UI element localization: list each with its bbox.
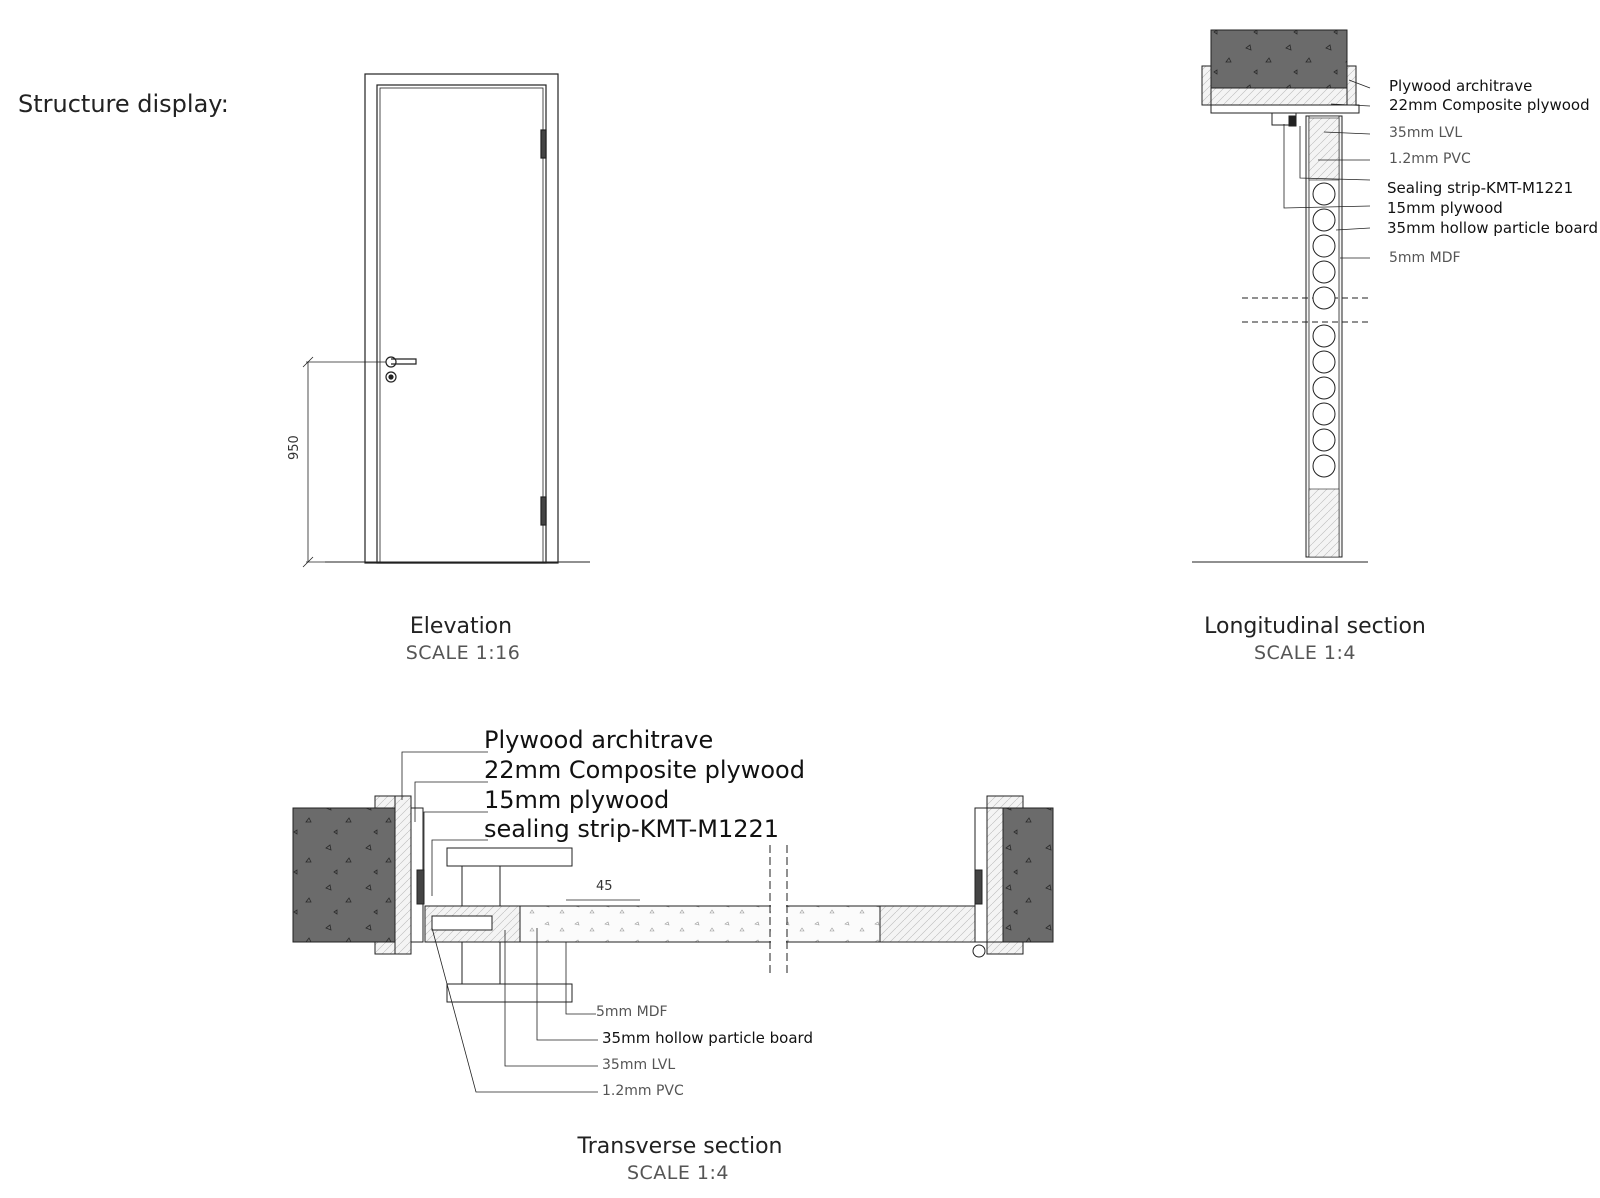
long-label-plywood-architrave: Plywood architrave — [1389, 77, 1533, 95]
hollow-core-circle — [1312, 208, 1336, 232]
trans-dimension: 45 — [596, 879, 613, 894]
trans-label-mdf: 5mm MDF — [596, 1004, 668, 1020]
trans-label-pvc: 1.2mm PVC — [602, 1083, 684, 1099]
hollow-core-circle — [1312, 454, 1336, 478]
trans-label-plywood-architrave: Plywood architrave — [484, 726, 714, 754]
hollow-core-circle — [1312, 324, 1336, 348]
elevation-scale: SCALE 1:16 — [405, 642, 521, 664]
longitudinal-hollow-cores — [1312, 182, 1336, 478]
long-label-pvc: 1.2mm PVC — [1389, 151, 1471, 167]
long-label-composite-plywood: 22mm Composite plywood — [1389, 96, 1590, 114]
long-label-mdf: 5mm MDF — [1389, 250, 1461, 266]
hollow-core-circle — [1312, 350, 1336, 374]
trans-label-hollow-particle-board: 35mm hollow particle board — [602, 1029, 813, 1047]
hollow-core-circle — [1312, 428, 1336, 452]
elevation-dimension: 950 — [287, 435, 302, 460]
long-label-15mm-plywood: 15mm plywood — [1387, 199, 1503, 217]
longitudinal-scale: SCALE 1:4 — [1253, 642, 1357, 664]
long-label-hollow-particle-board: 35mm hollow particle board — [1387, 219, 1598, 237]
trans-label-15mm-plywood: 15mm plywood — [484, 786, 670, 814]
trans-label-sealing-strip: sealing strip-KMT-M1221 — [484, 815, 780, 843]
elevation-title: Elevation — [409, 614, 513, 639]
page-heading: Structure display: — [18, 90, 229, 118]
hollow-core-circle — [1312, 260, 1336, 284]
longitudinal-title: Longitudinal section — [1204, 614, 1426, 639]
transverse-drawing — [292, 751, 1054, 1093]
long-label-sealing-strip: Sealing strip-KMT-M1221 — [1387, 179, 1574, 197]
hollow-core-circle — [1312, 376, 1336, 400]
elevation-drawing — [302, 73, 590, 568]
hollow-core-circle — [1312, 286, 1336, 310]
transverse-title: Transverse section — [577, 1134, 783, 1159]
hollow-core-circle — [1312, 402, 1336, 426]
hollow-core-circle — [1312, 234, 1336, 258]
longitudinal-drawing — [1192, 29, 1372, 563]
long-label-lvl: 35mm LVL — [1389, 125, 1463, 141]
hollow-core-circle — [1312, 182, 1336, 206]
transverse-scale: SCALE 1:4 — [626, 1162, 730, 1184]
trans-label-lvl: 35mm LVL — [602, 1057, 676, 1073]
trans-label-composite-plywood: 22mm Composite plywood — [484, 756, 805, 784]
